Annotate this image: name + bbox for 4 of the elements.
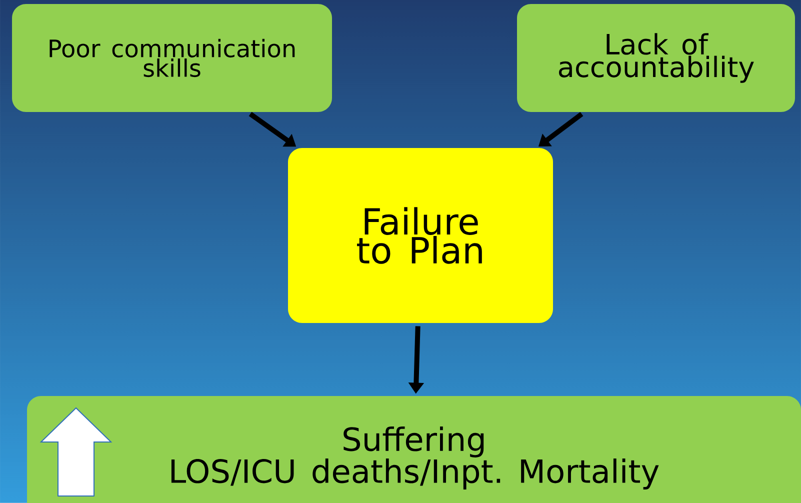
flow-box: Failure to Plan — [288, 148, 553, 323]
flow-box: Suffering LOS/ICU deaths/Inpt. Mortality — [27, 396, 801, 503]
flow-box: Lack of accountability — [517, 4, 795, 112]
flow-box: Poor communication skills — [12, 4, 332, 112]
